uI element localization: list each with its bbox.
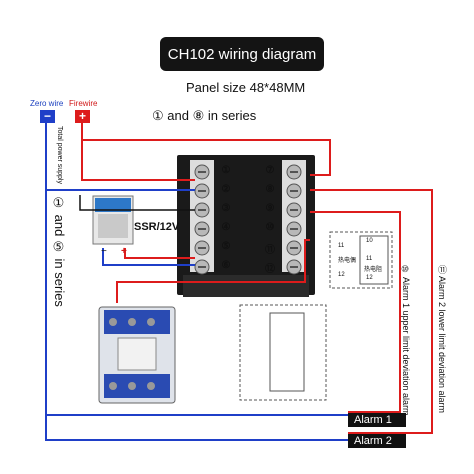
- controller-base: [183, 275, 309, 297]
- zero-wire-label: Zero wire: [30, 99, 64, 108]
- contactor-window: [117, 337, 157, 371]
- series-note-top: ① and ⑧ in series: [152, 108, 257, 123]
- terminal-8-label: ⑧: [265, 184, 275, 195]
- rtd-label: 热电阻: [364, 267, 383, 273]
- rtd-num-11: 11: [366, 256, 373, 262]
- terminal-7-label: ⑦: [265, 165, 275, 176]
- alarm2-description: ⑪ Alarm 2 lower limit deviation alarm: [437, 265, 447, 414]
- red-wire-fire-down: [81, 123, 195, 181]
- blue-wires: [45, 123, 348, 441]
- thermocouple-num-12: 12: [338, 272, 345, 278]
- terminal-9-label: ⑨: [265, 203, 275, 214]
- alarm2-tag: Alarm 2: [348, 434, 406, 448]
- firewire-label: Firewire: [69, 99, 98, 108]
- ssr-minus-label: −: [101, 246, 107, 257]
- positive-pole-icon: +: [75, 110, 90, 123]
- blue-wire-main: [45, 190, 348, 441]
- diagram-title: CH102 wiring diagram: [160, 37, 324, 71]
- panel-size-label: Panel size 48*48MM: [186, 80, 306, 95]
- contactor-screw: [109, 318, 117, 326]
- thermocouple-num-11: 11: [338, 243, 345, 249]
- terminal-2-label: ②: [221, 184, 231, 195]
- contactor-screw: [109, 382, 117, 390]
- ssr-plus-label: +: [121, 246, 127, 257]
- alarm1-tag: Alarm 1: [348, 413, 406, 427]
- thermocouple-label: 热电偶: [338, 258, 357, 264]
- total-power-supply-label: Total power supply: [56, 126, 63, 184]
- red-wire-alarm2: [310, 189, 433, 434]
- ssr-top-plate: [95, 198, 131, 212]
- terminal-4-label: ④: [221, 222, 231, 233]
- red-wires: [81, 123, 433, 434]
- contactor-screw: [147, 318, 155, 326]
- red-wire-alarm1: [310, 211, 401, 413]
- contactor-screw: [128, 382, 136, 390]
- schematic-inner: [269, 312, 305, 392]
- terminal-12-label: ⑫: [265, 264, 275, 275]
- sensor-box-divider: [359, 235, 389, 285]
- blue-wire-ssr-minus: [102, 248, 195, 266]
- red-wire-contactor: [116, 239, 310, 303]
- schematic-box: [239, 304, 327, 401]
- title-text: CH102 wiring diagram: [167, 45, 317, 63]
- black-wire: [79, 195, 195, 211]
- sensor-box: [329, 231, 393, 289]
- rtd-num-12: 12: [366, 275, 373, 281]
- terminal-5-label: ⑤: [221, 241, 231, 252]
- red-wire-ssr-plus: [124, 248, 195, 259]
- terminal-screws: [194, 164, 302, 275]
- terminal-3-label: ③: [221, 203, 231, 214]
- terminal-10-label: ⑩: [265, 222, 275, 233]
- ssr-inner: [98, 214, 128, 238]
- terminal-11-label: ⑪: [265, 245, 275, 256]
- series-note-left: ① and ⑤ in series: [52, 196, 67, 307]
- terminal-6-label: ⑥: [221, 260, 231, 271]
- negative-pole-icon: −: [40, 110, 55, 123]
- rtd-num-10: 10: [366, 238, 373, 244]
- alarm1-description: ⑩ Alarm 1 upper limit deviation alarm: [401, 265, 411, 416]
- contactor-screw: [147, 382, 155, 390]
- contactor-screw: [128, 318, 136, 326]
- terminal-1-label: ①: [221, 165, 231, 176]
- ssr-label: SSR/12V: [134, 221, 180, 233]
